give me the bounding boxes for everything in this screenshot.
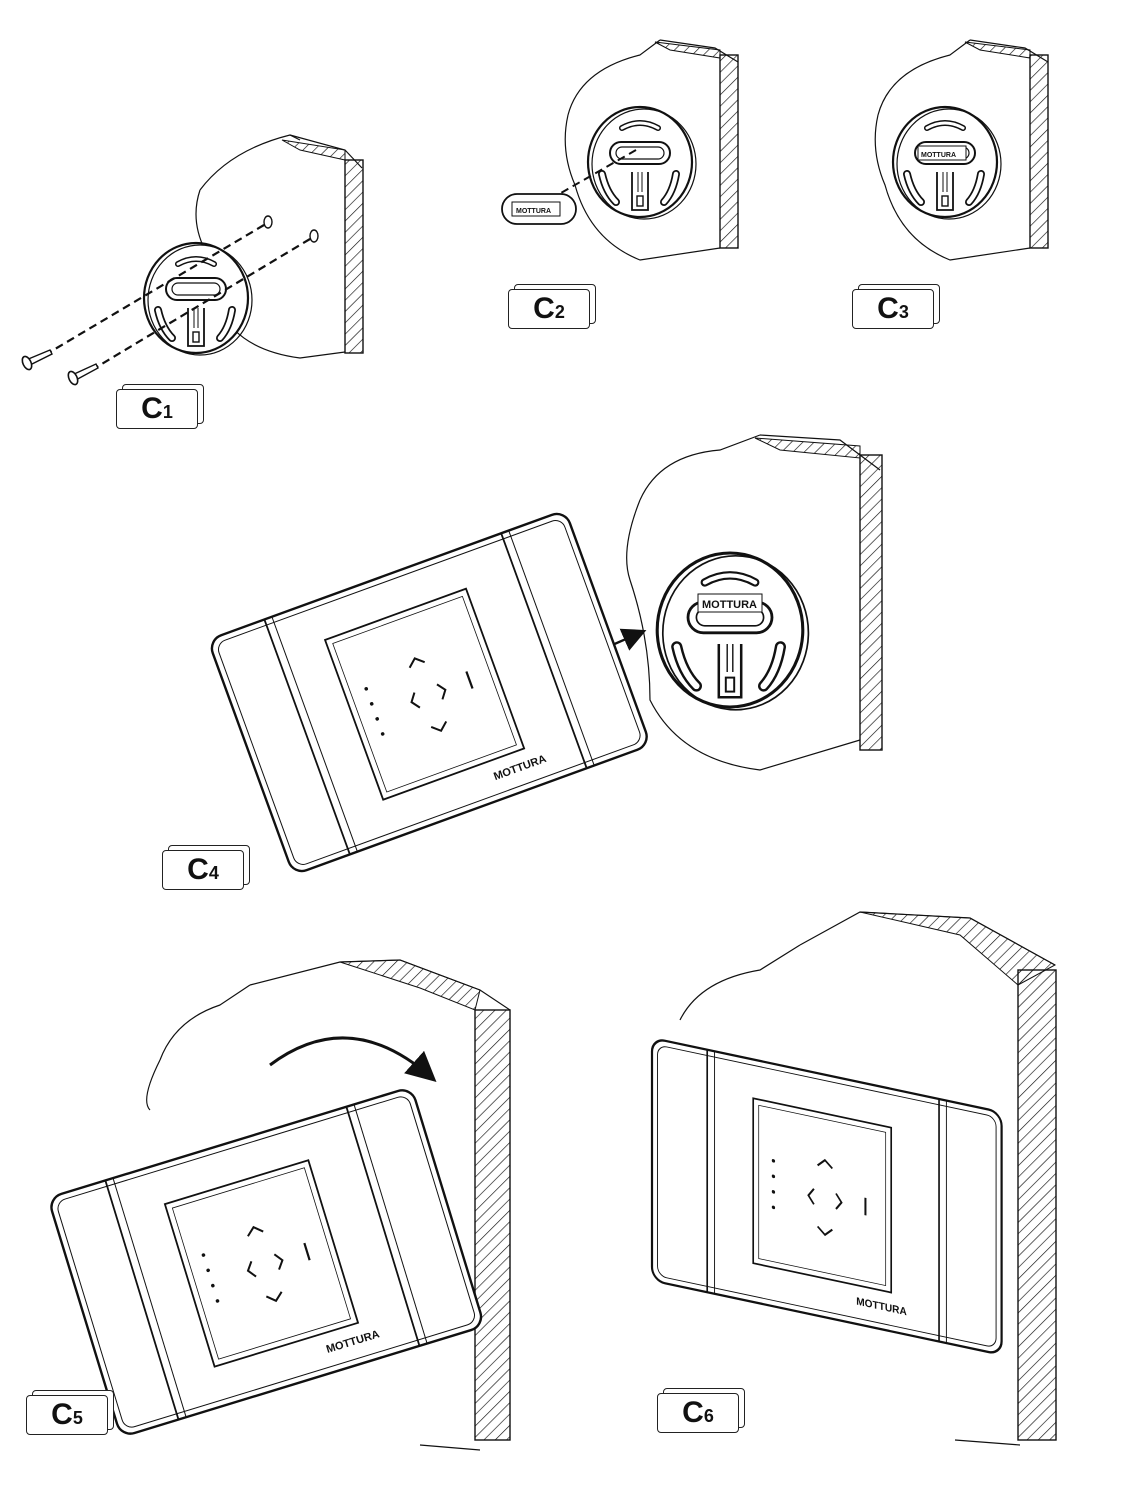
step-number: 1 <box>162 402 173 422</box>
brand-logo-c4: MOTTURA <box>702 599 757 611</box>
screw-2-c1 <box>67 363 99 386</box>
mount-plate-c2 <box>588 107 696 219</box>
step-letter: C <box>187 853 209 886</box>
screw-1-c1 <box>21 349 53 371</box>
wall-c4 <box>626 434 883 771</box>
screw-guide-lines-c1 <box>49 224 311 369</box>
step-letter: C <box>533 292 555 325</box>
step-number: 6 <box>703 1406 714 1426</box>
keypad-device-c6 <box>650 1036 1003 1356</box>
keypad-device-c4 <box>206 508 652 877</box>
step-number: 2 <box>554 302 565 322</box>
brand-logo-c3: MOTTURA <box>921 152 956 159</box>
panel-c4: MOTTURA <box>206 434 883 877</box>
wall-c3 <box>874 39 1049 261</box>
wall-c6 <box>679 911 1057 1446</box>
brand-logo-c2: MOTTURA <box>516 208 551 215</box>
logo-cover-c4: MOTTURA <box>697 593 763 613</box>
panel-c2: MOTTURA <box>501 39 739 261</box>
wall-c2 <box>564 39 739 261</box>
panel-c3: MOTTURA <box>874 39 1049 261</box>
step-number: 5 <box>72 1408 83 1428</box>
step-letter: C <box>141 392 163 425</box>
mount-plate-c4 <box>657 553 808 710</box>
wall-c5 <box>146 959 511 1451</box>
logo-cover-c2: MOTTURA <box>501 193 577 225</box>
rotate-arrow-c5 <box>269 1036 437 1082</box>
step-number: 4 <box>208 863 219 883</box>
panel-c5 <box>46 959 511 1451</box>
mount-plate-c1 <box>144 243 252 355</box>
keypad-device-c5 <box>46 1085 486 1439</box>
mount-plate-c3 <box>893 107 1001 219</box>
step-letter: C <box>682 1396 704 1429</box>
panel-c6 <box>650 911 1057 1446</box>
panel-c1 <box>21 134 364 386</box>
screw-holes-c1 <box>263 215 319 243</box>
wall-c1 <box>195 134 364 359</box>
step-letter: C <box>51 1398 73 1431</box>
logo-cover-installed-c3: MOTTURA <box>917 145 967 161</box>
step-number: 3 <box>898 302 909 322</box>
step-letter: C <box>877 292 899 325</box>
